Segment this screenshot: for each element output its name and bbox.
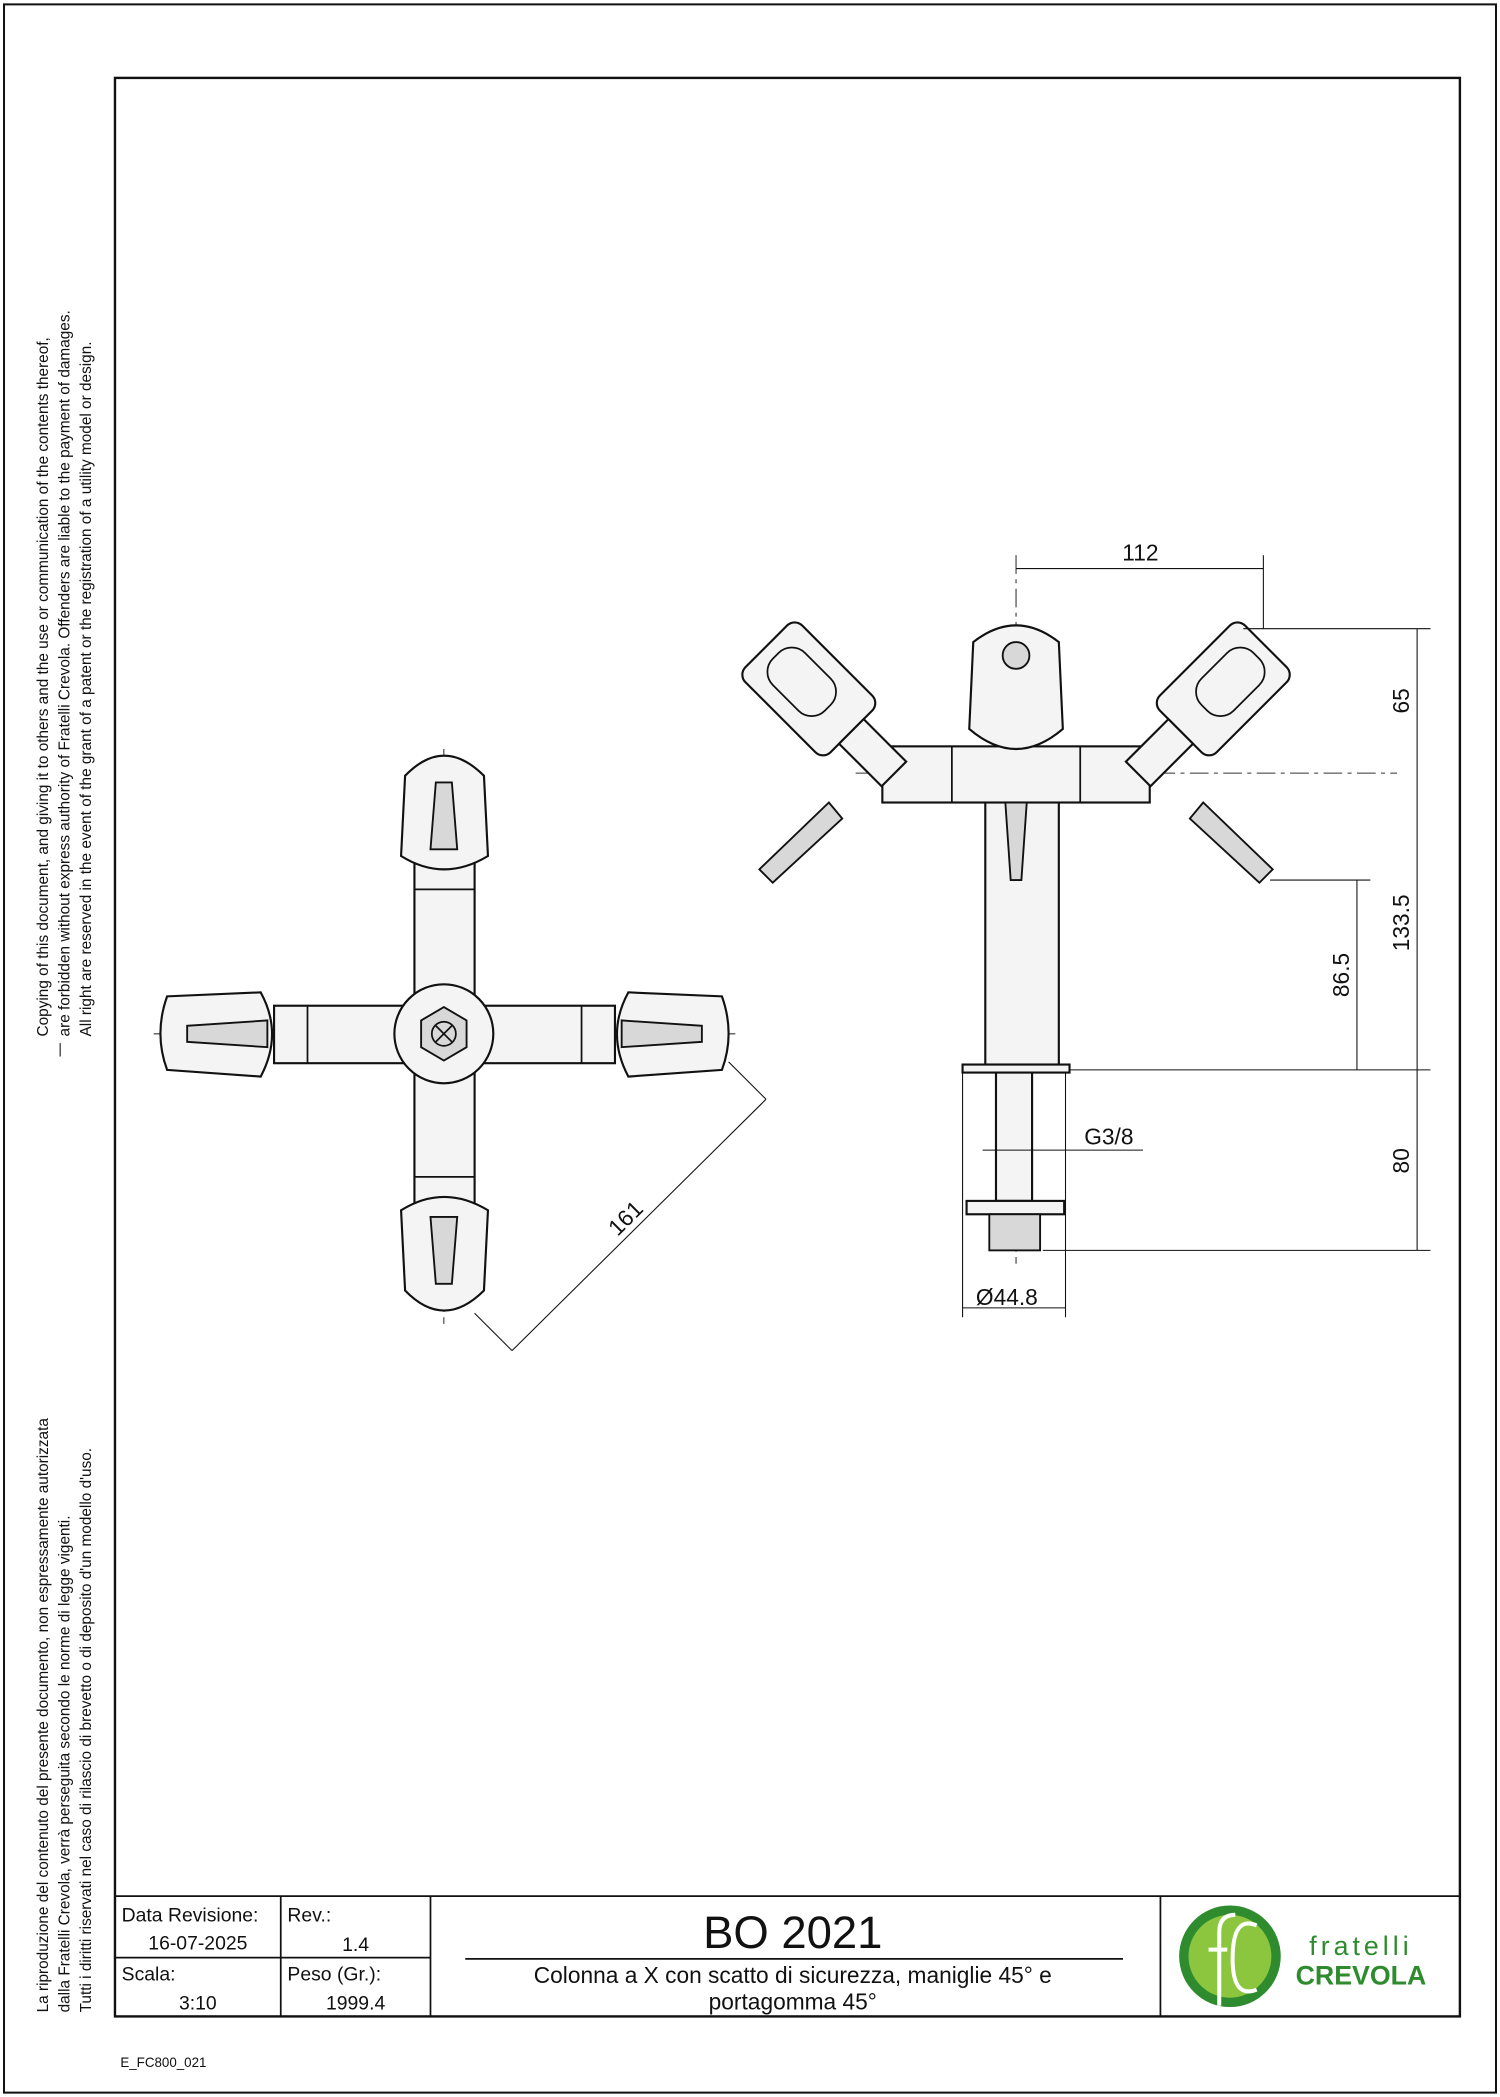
rev-value: 1.4 bbox=[342, 1934, 369, 1956]
legal-notice-english: Copying of this document, and giving it … bbox=[35, 310, 95, 1036]
product-code: BO 2021 bbox=[703, 1907, 882, 1958]
brand-name-line2: CREVOLA bbox=[1296, 1960, 1427, 1990]
front-view: 112 65 133.5 86.5 80 G3/8 Ø44.8 bbox=[741, 540, 1431, 1318]
legal-line: Copying of this document, and giving it … bbox=[35, 337, 52, 1036]
legal-line: All right are reserved in the event of t… bbox=[78, 341, 95, 1036]
dimension-133-5: 133.5 bbox=[1388, 894, 1414, 951]
scale-label: Scala: bbox=[122, 1963, 176, 1985]
weight-value: 1999.4 bbox=[326, 1993, 385, 2015]
weight-label: Peso (Gr.): bbox=[287, 1963, 381, 1985]
dimension-112: 112 bbox=[1122, 540, 1158, 566]
legal-line: La riproduzione del contenuto del presen… bbox=[35, 1418, 52, 2013]
brand-name-line1: fratelli bbox=[1309, 1931, 1412, 1961]
outer-border bbox=[3, 3, 1497, 2094]
product-description-line2: portagomma 45° bbox=[709, 1989, 877, 2015]
scale-value: 3:10 bbox=[179, 1993, 217, 2015]
rev-label: Rev.: bbox=[287, 1904, 331, 1926]
legal-notice-italian: La riproduzione del contenuto del presen… bbox=[35, 1418, 95, 2013]
product-description: Colonna a X con scatto di sicurezza, man… bbox=[534, 1962, 1052, 1988]
dimension-80: 80 bbox=[1388, 1148, 1414, 1173]
dimension-diameter: Ø44.8 bbox=[976, 1284, 1038, 1310]
legal-line: Tutti i diritti riservati nel caso di ri… bbox=[78, 1448, 95, 2012]
dimension-thread: G3/8 bbox=[1084, 1124, 1133, 1150]
dimension-161: 161 bbox=[603, 1195, 648, 1240]
dimension-65: 65 bbox=[1388, 688, 1414, 713]
revision-date-label: Data Revisione: bbox=[122, 1904, 259, 1926]
dimension-86-5: 86.5 bbox=[1328, 953, 1354, 997]
title-block: Data Revisione: 16-07-2025 Rev.: 1.4 Sca… bbox=[114, 1895, 1460, 2018]
legal-line: dalla Fratelli Crevola, verrà perseguita… bbox=[57, 1516, 74, 2013]
brand-logo: fratelli CREVOLA bbox=[1179, 1905, 1427, 2008]
revision-date: 16-07-2025 bbox=[148, 1933, 247, 1955]
file-code: E_FC800_021 bbox=[120, 2055, 206, 2070]
top-view: 161 bbox=[153, 749, 767, 1352]
legal-line: are forbidden without express authority … bbox=[57, 310, 74, 1036]
